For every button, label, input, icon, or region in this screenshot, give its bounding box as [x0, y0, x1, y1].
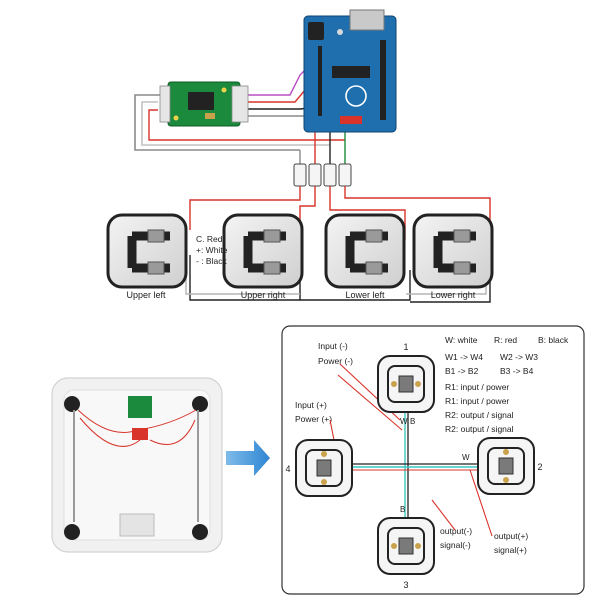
load-cell-lower-left [324, 213, 406, 289]
detail-cell-4 [295, 439, 353, 497]
label-output-minus: output(-) [440, 526, 472, 536]
detail-cell-1 [377, 355, 435, 413]
node-4: 4 [285, 464, 290, 474]
label-signal-minus: signal(-) [440, 540, 471, 550]
pair-b1-b2: B1 -> B2 [445, 366, 479, 376]
legend-white: +: White [196, 245, 228, 255]
note-r1-a: R1: input / power [445, 382, 509, 392]
legend-black-key: B: black [538, 335, 569, 345]
bathroom-scale [51, 377, 223, 553]
mark-right: W [462, 453, 470, 462]
legend-white-key: W: white [445, 335, 478, 345]
pair-w1-w4: W1 -> W4 [445, 352, 483, 362]
top-wiring: C. Red +: White - : Black Upper left Upp… [106, 9, 494, 303]
label-upper-left: Upper left [126, 290, 166, 300]
detail-cell-2 [477, 437, 535, 495]
node-1: 1 [403, 342, 408, 352]
legend-red-key: R: red [494, 335, 517, 345]
pair-b3-b4: B3 -> B4 [500, 366, 534, 376]
mark-bottom: B [400, 505, 405, 514]
note-r2-b: R2: output / signal [445, 424, 514, 434]
legend-red: C. Red [196, 234, 223, 244]
label-upper-right: Upper right [241, 290, 286, 300]
note-r1-b: R1: input / power [445, 396, 509, 406]
pair-w2-w3: W2 -> W3 [500, 352, 538, 362]
note-r2-a: R2: output / signal [445, 410, 514, 420]
label-lower-left: Lower left [345, 290, 385, 300]
mark-top-b: B [410, 417, 415, 426]
node-2: 2 [537, 462, 542, 472]
arduino-board [303, 9, 397, 133]
node-3: 3 [403, 580, 408, 590]
legend-black: - : Black [196, 256, 227, 266]
label-output-plus: output(+) [494, 531, 528, 541]
detail-cell-3 [377, 517, 435, 575]
detail-wiring-panel: W: white R: red B: black W1 -> W4 W2 -> … [281, 325, 585, 595]
mark-top: W [400, 417, 408, 426]
load-cell-upper-left [106, 213, 188, 289]
label-lower-right: Lower right [431, 290, 476, 300]
label-power-minus: Power (-) [318, 356, 353, 366]
label-signal-plus: signal(+) [494, 545, 527, 555]
label-input-plus: Input (+) [295, 400, 327, 410]
label-input-minus: Input (-) [318, 341, 348, 351]
load-cell-lower-right [412, 213, 494, 289]
connector-block [293, 163, 352, 187]
label-power-plus: Power (+) [295, 414, 332, 424]
hx711-board [159, 81, 249, 127]
load-cell-upper-right [222, 213, 304, 289]
arrow-icon [226, 440, 270, 476]
